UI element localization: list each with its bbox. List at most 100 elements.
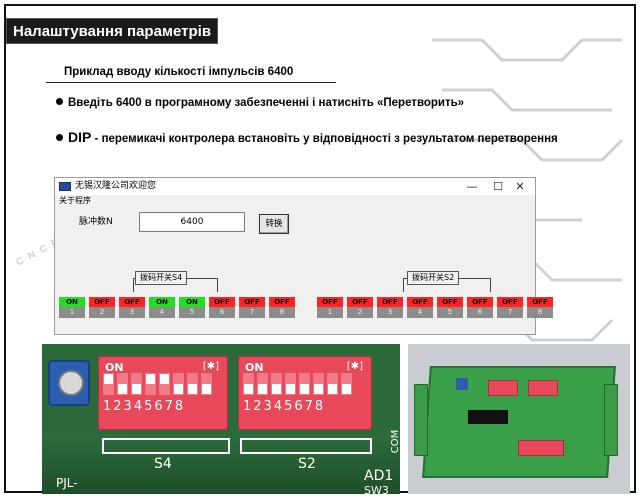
converter-app-window: 无锡汉隆公司欢迎您 — ☐ ✕ 关于程序 脉冲数N 6400 转换 拨码开关S4…	[54, 177, 553, 335]
dip-key-nub	[258, 384, 267, 394]
switch-state: OFF	[89, 297, 115, 307]
pulse-count-input[interactable]: 6400	[139, 212, 245, 232]
instruction-bullet-1: Введіть 6400 в програмному забезпеченні …	[56, 97, 464, 109]
dip-key-nub	[118, 384, 127, 394]
dip-on-label: ON	[245, 361, 264, 374]
switch-number: 5	[437, 307, 463, 318]
dip-keys-s2	[243, 373, 352, 395]
dip-key-nub	[314, 384, 323, 394]
close-button[interactable]: ✕	[515, 180, 525, 193]
switch-number: 1	[59, 307, 85, 318]
dip-key-2	[117, 373, 128, 395]
potentiometer	[48, 360, 90, 406]
switch-number: 1	[317, 307, 343, 318]
convert-button[interactable]: 转换	[259, 214, 289, 234]
dip-key-7	[187, 373, 198, 395]
silk-label-ad1: AD1	[364, 468, 394, 484]
switch-number: 5	[179, 307, 205, 318]
switch-state: OFF	[527, 297, 553, 307]
switch-number: 7	[239, 307, 265, 318]
dip-key-6	[173, 373, 184, 395]
dip-key-6	[313, 373, 324, 395]
pcb-surface	[42, 434, 400, 494]
subtitle-underline	[46, 82, 336, 83]
switch-state: ON	[149, 297, 175, 307]
switch-number: 2	[89, 307, 115, 318]
dip-key-nub	[188, 384, 197, 394]
switch-number: 8	[527, 307, 553, 318]
switch-state: OFF	[209, 297, 235, 307]
switch-number: 2	[347, 307, 373, 318]
switch-state: OFF	[317, 297, 343, 307]
switch-state: OFF	[119, 297, 145, 307]
pcb-closeup-photo: ON [✱] 12345678 ON [✱] 12345678 S4 S2 AD…	[42, 344, 400, 494]
dip-key-3	[131, 373, 142, 395]
silk-label-s2: S2	[298, 456, 316, 472]
dip-key-2	[257, 373, 268, 395]
board-potentiometer	[456, 378, 468, 390]
dip-key-nub	[272, 384, 281, 394]
instruction-text-2: - перемикачі контролера встановіть у від…	[91, 133, 558, 145]
controller-board-photo	[408, 344, 630, 494]
dip-switch-s4-photo: ON [✱] 12345678	[98, 356, 228, 430]
silk-label-com: COM	[390, 429, 400, 454]
window-titlebar[interactable]: 无锡汉隆公司欢迎您 — ☐ ✕	[55, 178, 535, 195]
dip-key-nub	[174, 384, 183, 394]
s4-group-label: 拨码开关S4	[135, 271, 188, 285]
dip-key-nub	[244, 384, 253, 394]
board-dip-switch-3	[518, 440, 564, 456]
dip-key-nub	[202, 384, 211, 394]
minimize-button[interactable]: —	[466, 180, 478, 193]
switch-number: 3	[377, 307, 403, 318]
switch-number: 7	[497, 307, 523, 318]
switch-number: 8	[269, 307, 295, 318]
switch-number: 4	[149, 307, 175, 318]
maximize-button[interactable]: ☐	[493, 180, 503, 193]
silk-outline-s2	[240, 438, 372, 454]
menu-about[interactable]: 关于程序	[55, 195, 535, 207]
dip-key-nub	[328, 384, 337, 394]
dip-asterisk-label: [✱]	[346, 361, 363, 372]
dip-key-nub	[104, 374, 113, 384]
silk-label-sw3: SW3	[364, 484, 389, 494]
dip-key-nub	[342, 384, 351, 394]
switch-number: 6	[209, 307, 235, 318]
dip-on-label: ON	[105, 361, 124, 374]
page-title: Налаштування параметрів	[6, 18, 219, 44]
silk-label-s4: S4	[154, 456, 172, 472]
switch-state: ON	[59, 297, 85, 307]
silk-outline-s4	[102, 438, 230, 454]
dip-key-nub	[146, 374, 155, 384]
dip-key-4	[285, 373, 296, 395]
switch-state: OFF	[347, 297, 373, 307]
dip-numbers-s4: 12345678	[103, 399, 186, 414]
board-dip-switch-2	[528, 380, 558, 396]
dip-key-4	[145, 373, 156, 395]
switch-number: 6	[467, 307, 493, 318]
bullet-dot	[56, 98, 63, 105]
bullet-dot	[56, 134, 63, 141]
switch-state: OFF	[467, 297, 493, 307]
dip-key-8	[341, 373, 352, 395]
dip-key-nub	[300, 384, 309, 394]
switch-number: 3	[119, 307, 145, 318]
dip-keys-s4	[103, 373, 212, 395]
board-dip-switch-1	[488, 380, 518, 396]
